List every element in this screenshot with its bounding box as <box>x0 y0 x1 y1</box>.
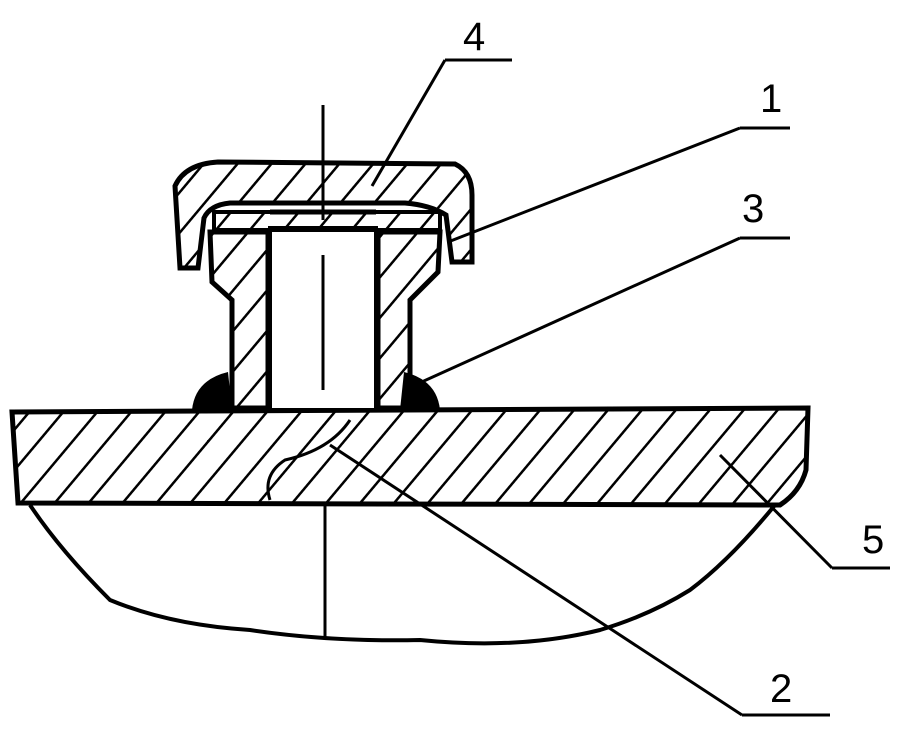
callout-label-1: 1 <box>760 77 782 121</box>
gasket-1 <box>212 209 442 232</box>
callout-label-4: 4 <box>463 15 485 59</box>
base-plate-5 <box>9 405 811 646</box>
callout-label-2: 2 <box>770 667 792 711</box>
leader-lines <box>329 58 890 717</box>
callout-label-3: 3 <box>742 187 764 231</box>
center-axis <box>266 105 352 640</box>
callout-label-5: 5 <box>862 518 884 562</box>
callout-labels: 4 1 3 5 2 <box>463 15 884 711</box>
cap-4 <box>172 159 475 271</box>
threaded-boss-3 <box>207 226 443 412</box>
